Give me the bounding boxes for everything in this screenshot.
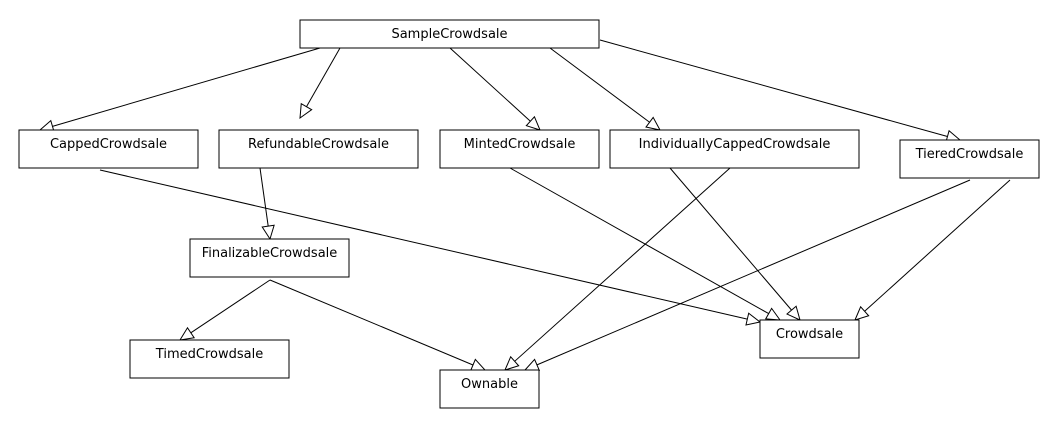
inheritance-edge-finalizable-to-ownable <box>269 279 487 372</box>
node-label: FinalizableCrowdsale <box>202 246 338 261</box>
edge-line <box>514 167 731 362</box>
inheritance-edge-individually-to-crowdsale <box>669 167 801 321</box>
node-refundable-crowdsale: RefundableCrowdsale <box>218 129 419 169</box>
node-timed-crowdsale: TimedCrowdsale <box>129 339 290 379</box>
edge-line <box>509 167 769 315</box>
inheritance-edge-capped-to-crowdsale <box>99 169 762 326</box>
node-label: TieredCrowdsale <box>915 147 1024 162</box>
node-capped-crowdsale: CappedCrowdsale <box>18 129 199 169</box>
inheritance-edge-sample-to-capped <box>38 47 321 133</box>
node-minted-crowdsale: MintedCrowdsale <box>439 129 600 169</box>
inheritance-edge-sample-to-minted <box>449 47 541 131</box>
node-label: IndividuallyCappedCrowdsale <box>639 137 831 152</box>
node-label: Crowdsale <box>776 327 843 342</box>
arrowhead-icon <box>504 355 520 371</box>
inheritance-edge-sample-to-refundable <box>299 47 341 120</box>
node-label: MintedCrowdsale <box>464 137 576 152</box>
node-finalizable-crowdsale: FinalizableCrowdsale <box>189 238 350 278</box>
node-label: TimedCrowdsale <box>155 347 263 362</box>
arrowhead-icon <box>764 307 782 321</box>
edge-line <box>449 47 531 122</box>
inheritance-edge-tiered-to-crowdsale <box>854 179 1011 321</box>
edge-line <box>190 279 271 334</box>
arrowhead-icon <box>299 102 313 120</box>
arrowhead-icon <box>786 305 801 321</box>
inheritance-edge-refundable-to-finalizable <box>259 167 275 241</box>
arrowhead-icon <box>261 224 275 241</box>
node-label: CappedCrowdsale <box>50 137 167 152</box>
inheritance-edge-tiered-to-ownable <box>523 179 971 371</box>
node-individually-capped-crowdsale: IndividuallyCappedCrowdsale <box>609 129 860 169</box>
arrowhead-icon <box>523 358 541 371</box>
arrowhead-icon <box>854 305 870 321</box>
arrowhead-icon <box>179 326 195 341</box>
edges-layer <box>38 39 1011 372</box>
edge-line <box>259 167 269 227</box>
inheritance-edge-individually-to-ownable <box>504 167 731 371</box>
edge-line <box>306 47 341 107</box>
arrowhead-icon <box>525 115 541 131</box>
edge-line <box>599 39 948 138</box>
node-ownable: Ownable <box>439 369 540 409</box>
edge-line <box>536 179 971 366</box>
arrowhead-icon <box>469 358 487 372</box>
edge-line <box>669 167 792 311</box>
inheritance-edge-sample-to-individually <box>549 47 661 131</box>
node-label: RefundableCrowdsale <box>248 137 389 152</box>
inheritance-edge-minted-to-crowdsale <box>509 167 782 321</box>
node-crowdsale: Crowdsale <box>759 319 860 359</box>
node-label: Ownable <box>461 377 518 392</box>
node-label: SampleCrowdsale <box>391 27 507 42</box>
arrowhead-icon <box>645 116 661 131</box>
node-sample-crowdsale: SampleCrowdsale <box>299 19 600 49</box>
inheritance-edge-finalizable-to-timed <box>179 279 271 341</box>
edge-line <box>52 47 321 127</box>
edge-line <box>549 47 650 123</box>
edge-line <box>269 279 474 366</box>
edge-line <box>99 169 748 320</box>
node-tiered-crowdsale: TieredCrowdsale <box>899 139 1040 179</box>
arrowhead-icon <box>745 312 762 326</box>
edge-line <box>864 179 1011 312</box>
